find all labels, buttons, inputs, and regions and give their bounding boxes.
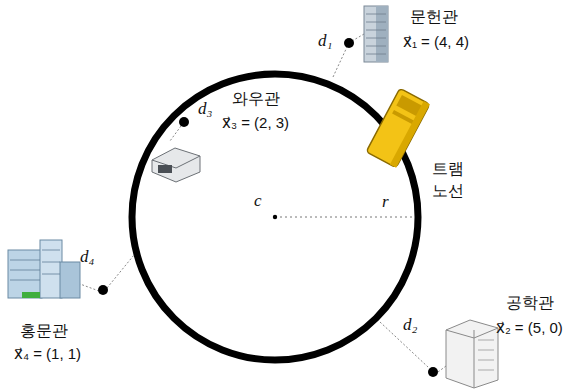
building-windows <box>366 14 386 54</box>
point-dot <box>344 38 354 48</box>
distance-label: d₄ <box>80 246 94 269</box>
building-body <box>446 320 498 388</box>
distance-label: d₁ <box>318 30 332 53</box>
building-edge <box>446 328 498 388</box>
building-door <box>158 165 172 173</box>
distance-line <box>107 255 134 288</box>
building-name: 공학관 <box>506 292 554 314</box>
leader-line <box>438 366 446 372</box>
tram-icon <box>366 88 430 168</box>
building-icon <box>446 320 498 388</box>
building-body <box>8 250 42 298</box>
center-label: c⃗ <box>254 190 275 213</box>
building-wing <box>60 262 80 298</box>
building-windows <box>10 250 60 280</box>
leader-lines <box>80 34 446 372</box>
point-dot <box>179 117 189 127</box>
distance-label: d₃ <box>198 98 212 121</box>
leader-line <box>80 284 99 291</box>
tram-stripe <box>392 110 415 125</box>
building-name: 와우관 <box>232 88 280 110</box>
building-icon <box>364 6 388 62</box>
building-body <box>152 148 200 182</box>
building-body <box>364 6 388 62</box>
coordinate-label: x⃗₃ = (2, 3) <box>222 113 289 133</box>
leader-line <box>352 34 364 41</box>
coordinate-label: x⃗₂ = (5, 0) <box>496 318 563 338</box>
building-green <box>22 292 40 298</box>
tram-side <box>390 101 430 168</box>
tram-line <box>132 74 418 360</box>
radius-line <box>275 217 415 218</box>
building-icon <box>152 148 200 182</box>
line-name: 트램 노선 <box>432 158 464 201</box>
point-dot <box>428 367 438 377</box>
building-name: 홍문관 <box>20 320 68 342</box>
coordinate-label: x⃗₄ = (1, 1) <box>14 344 81 364</box>
building-icon <box>8 240 80 298</box>
building-windows <box>478 340 494 370</box>
distance-label: d₂ <box>403 314 417 337</box>
tram-body <box>366 88 430 168</box>
coordinate-label: x⃗₁ = (4, 4) <box>403 32 469 52</box>
building-name: 문헌관 <box>410 6 458 28</box>
center-dot <box>273 215 277 219</box>
building-tower <box>40 240 62 298</box>
leader-line <box>170 126 181 141</box>
point-dot <box>98 285 108 295</box>
radius-label: r <box>382 191 389 214</box>
distance-line <box>333 47 347 77</box>
